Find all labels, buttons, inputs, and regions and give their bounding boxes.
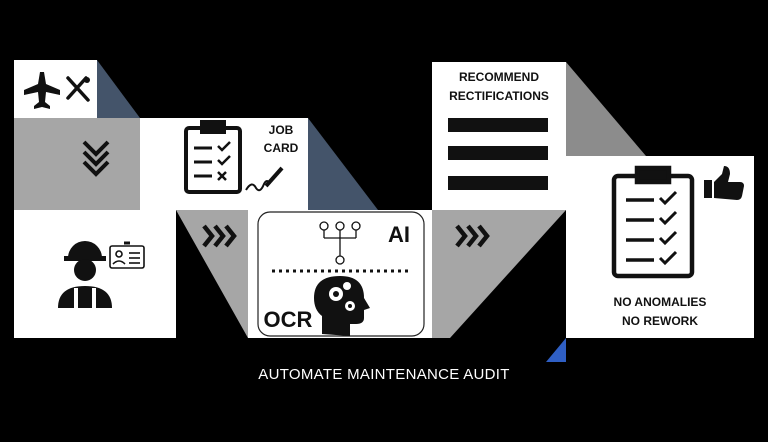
connector-blue-1 bbox=[97, 60, 140, 118]
recommend-label: RECOMMEND RECTIFICATIONS bbox=[432, 68, 566, 106]
wrench-screwdriver-icon bbox=[66, 76, 90, 102]
diagram-caption: AUTOMATE MAINTENANCE AUDIT bbox=[258, 366, 510, 383]
signature-pen-icon bbox=[245, 166, 284, 192]
connector-gray-4 bbox=[432, 210, 566, 338]
result-line1: NO ANOMALIES bbox=[613, 295, 707, 309]
result-line2: NO REWORK bbox=[622, 314, 698, 328]
connector-blue-2 bbox=[308, 118, 378, 210]
clipboard-checklist-icon bbox=[611, 165, 695, 279]
chevron-right-icon bbox=[202, 224, 237, 248]
accent-blue-triangle bbox=[546, 338, 566, 362]
result-label: NO ANOMALIES NO REWORK bbox=[566, 293, 754, 331]
panel-ai-ocr-inner bbox=[257, 211, 425, 337]
recommend-bar bbox=[448, 118, 548, 132]
worker-icon bbox=[58, 241, 112, 308]
recommend-line1: RECOMMEND bbox=[459, 70, 539, 84]
connector-gray-3 bbox=[566, 62, 646, 156]
job-card-line2: CARD bbox=[263, 141, 299, 155]
chevron-down-icon bbox=[82, 140, 110, 177]
network-tree-icon bbox=[319, 221, 361, 265]
recommend-bar bbox=[448, 176, 548, 190]
recommend-line2: RECTIFICATIONS bbox=[449, 89, 549, 103]
ai-label: AI bbox=[388, 222, 410, 247]
job-card-label: JOB CARD bbox=[256, 121, 306, 157]
id-badge-icon bbox=[109, 241, 145, 269]
clipboard-checklist-icon bbox=[184, 120, 242, 194]
connector-gray-2 bbox=[176, 210, 256, 338]
airplane-icon bbox=[24, 72, 60, 109]
ai-head-gears-icon bbox=[314, 276, 370, 336]
recommend-bar bbox=[448, 146, 548, 160]
job-card-line1: JOB bbox=[268, 123, 294, 137]
chevron-right-icon bbox=[455, 224, 490, 248]
ocr-label: OCR bbox=[263, 307, 313, 332]
connector-gray-1 bbox=[14, 118, 140, 210]
thumbs-up-icon bbox=[704, 166, 744, 200]
